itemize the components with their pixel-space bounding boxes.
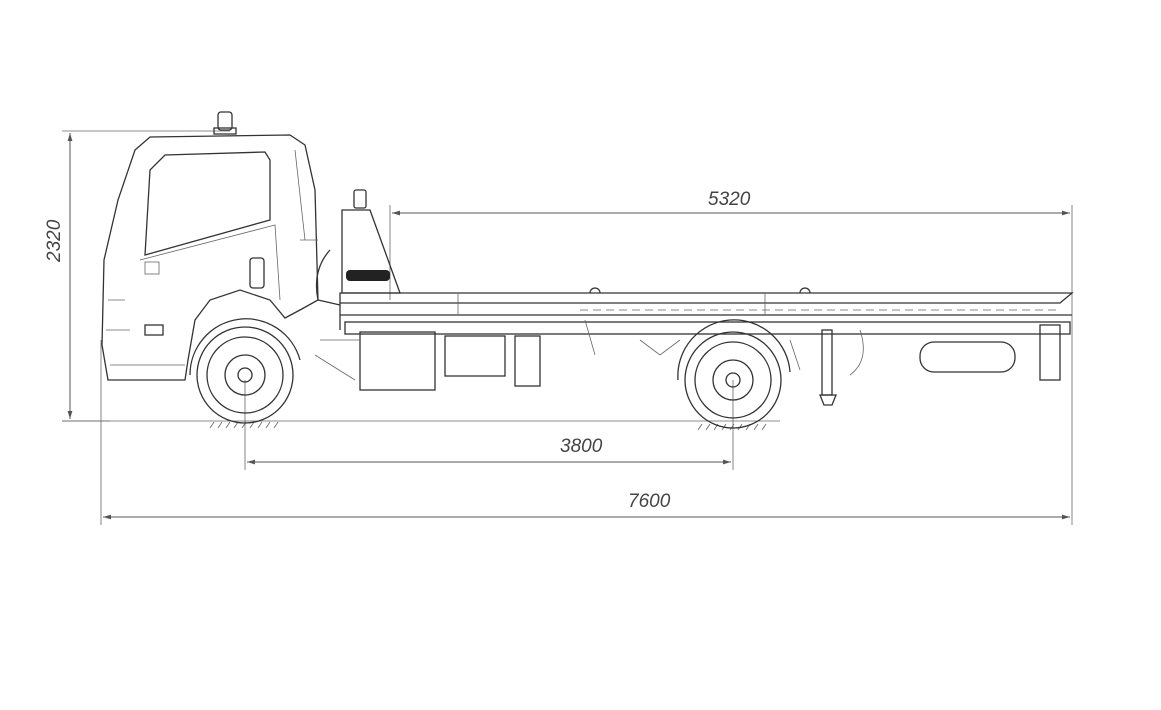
ground-hatch-rear: [697, 423, 767, 431]
overall-length-label: 7600: [628, 491, 671, 512]
wheelbase-label: 3800: [560, 436, 603, 457]
flatbed-platform: [339, 287, 1074, 330]
tow-tower: [315, 189, 401, 306]
height-label: 2320: [44, 219, 65, 263]
chassis-frame: [314, 319, 1071, 406]
rear-wheel: [677, 319, 791, 429]
manufacturer-logo: [346, 270, 390, 281]
dimension-height: 2320: [44, 130, 230, 422]
dimension-platform-length: 5320: [389, 189, 1073, 525]
dimension-wheelbase: 3800: [244, 380, 734, 470]
dimension-overall-length: 7600: [100, 340, 1070, 525]
ground-hatch-front: [209, 421, 279, 429]
platform-length-label: 5320: [708, 189, 751, 210]
truck-cab: [101, 134, 319, 381]
front-wheel: [189, 318, 301, 424]
beacon-light: [213, 111, 237, 135]
